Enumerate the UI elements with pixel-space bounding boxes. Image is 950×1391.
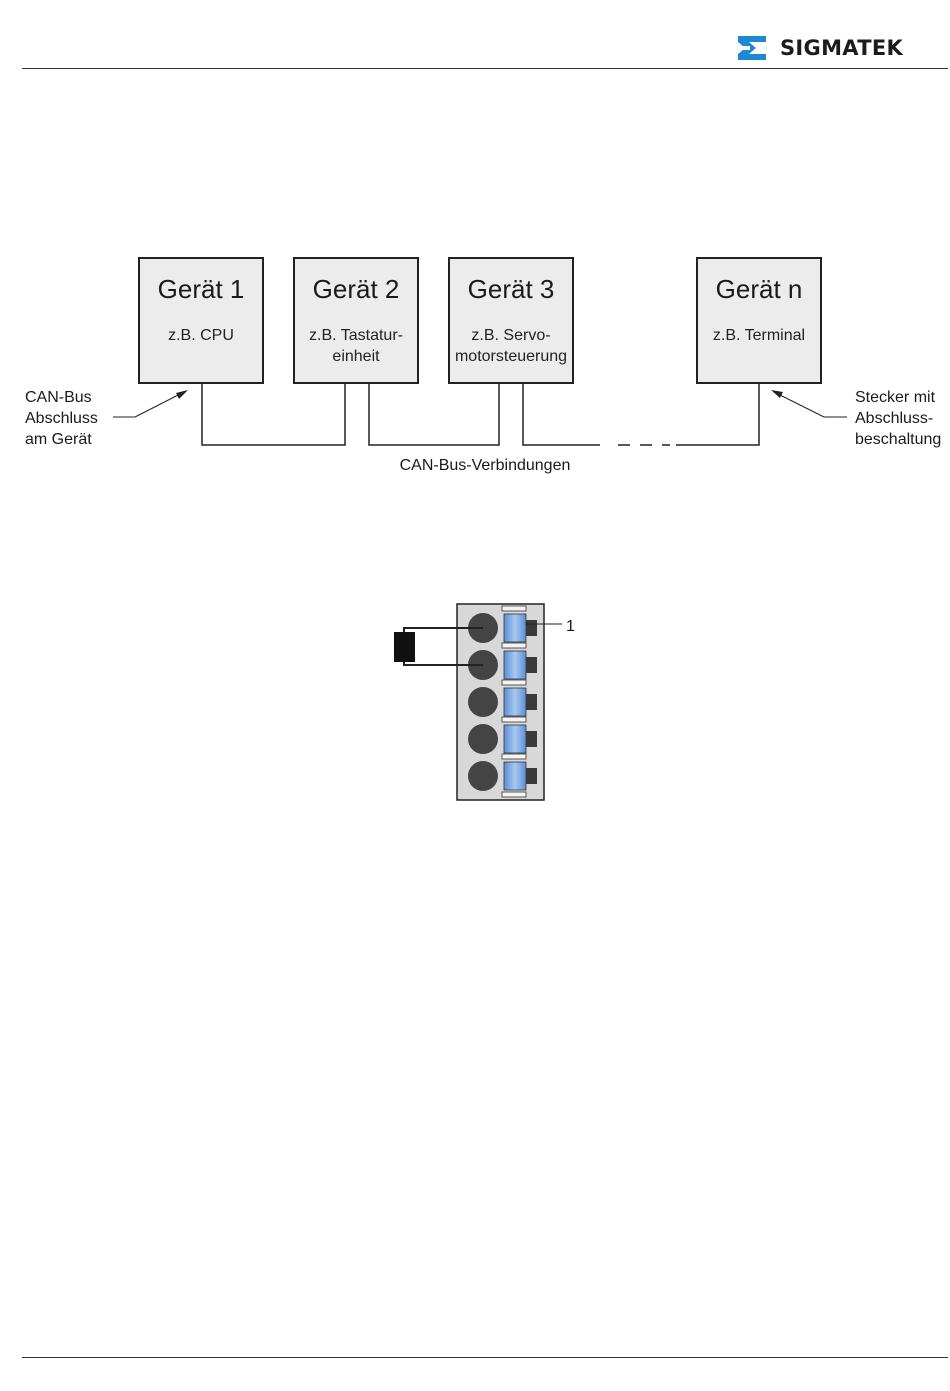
device-subtitle-2: einheit [332,348,380,365]
right-termination-label: Stecker mit Abschluss- beschaltung [771,389,941,448]
label-line: am Gerät [25,431,92,448]
bus-label: CAN-Bus-Verbindungen [400,457,571,474]
network-diagram: Gerät 1 z.B. CPU Gerät 2 z.B. Tastatur- … [25,258,941,474]
device-title: Gerät 2 [313,274,400,304]
device-subtitle: z.B. Tastatur- [309,327,403,344]
device-subtitle: z.B. Terminal [713,327,805,344]
device-box-n: Gerät n z.B. Terminal [697,258,821,383]
device-subtitle: z.B. CPU [168,327,234,344]
device-box-2: Gerät 2 z.B. Tastatur- einheit [294,258,418,383]
device-subtitle-2: motorsteuerung [455,348,567,365]
arrow-head-icon [176,390,188,399]
footer-rule [22,1357,948,1358]
label-line: CAN-Bus [25,389,92,406]
label-line: Abschluss [25,410,98,427]
callout-number: 1 [566,618,575,635]
left-termination-label: CAN-Bus Abschluss am Gerät [25,389,188,448]
label-line: Stecker mit [855,389,936,406]
device-box-1: Gerät 1 z.B. CPU [139,258,263,383]
bus-lines [202,383,759,445]
connector-diagram: 1 [394,604,575,800]
device-box-3: Gerät 3 z.B. Servo- motorsteuerung [449,258,573,383]
device-subtitle: z.B. Servo- [471,327,550,344]
arrow-head-icon [771,390,783,398]
label-line: Abschluss- [855,410,933,427]
device-title: Gerät 3 [468,274,555,304]
device-title: Gerät n [716,274,803,304]
device-title: Gerät 1 [158,274,245,304]
resistor-icon [394,632,415,662]
label-line: beschaltung [855,431,941,448]
